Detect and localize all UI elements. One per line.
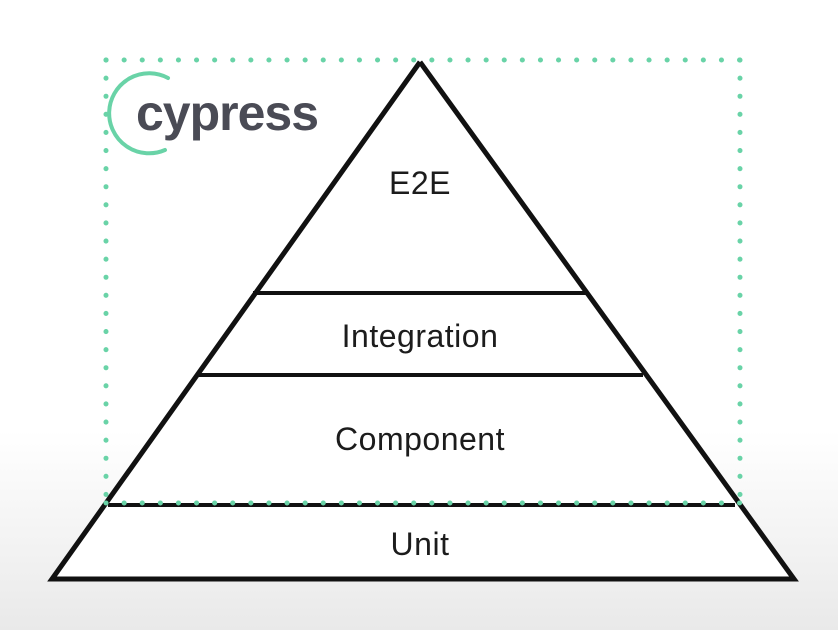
cypress-scope-frame [103, 57, 743, 506]
cypress-logo-text: cypress [136, 85, 318, 141]
layer-label-integration: Integration [342, 318, 499, 354]
layer-label-component: Component [335, 421, 505, 457]
pyramid-left-edge-and-base [47, 60, 799, 582]
layer-label-unit: Unit [391, 526, 450, 562]
cypress-logo: cypress [107, 71, 319, 156]
cypress-logo-ring-icon [107, 71, 170, 156]
pyramid: E2E Integration Component Unit [47, 60, 799, 582]
layer-label-e2e: E2E [389, 165, 451, 201]
